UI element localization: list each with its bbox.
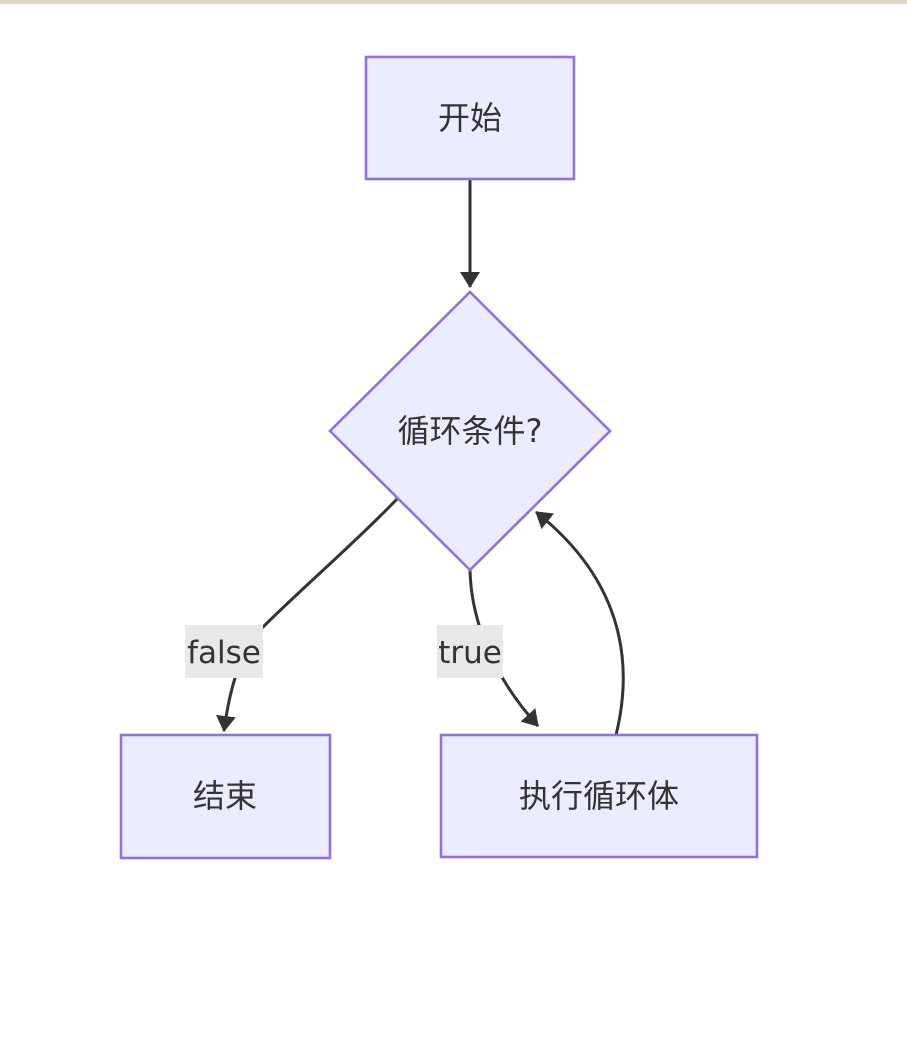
edge-body-to-condition bbox=[535, 510, 625, 736]
edge-label-false-bg bbox=[185, 625, 263, 678]
edge-label-true-bg bbox=[437, 625, 503, 678]
node-end-label: 结束 bbox=[193, 777, 257, 815]
top-accent-bar bbox=[0, 0, 907, 4]
node-start-label: 开始 bbox=[438, 99, 502, 137]
node-loop-body-label: 执行循环体 bbox=[519, 777, 679, 815]
edge-label-true-text: true bbox=[438, 635, 502, 671]
node-end: 结束 bbox=[119, 733, 332, 860]
edge-label-false: false bbox=[185, 625, 263, 678]
edge-label-true: true bbox=[437, 625, 503, 678]
node-condition: 循环条件? bbox=[328, 290, 612, 572]
edge-condition-to-end-false bbox=[215, 497, 399, 732]
node-start-shape bbox=[364, 55, 576, 181]
node-condition-shape bbox=[328, 290, 612, 572]
node-loop-body-shape bbox=[439, 733, 759, 859]
node-loop-body: 执行循环体 bbox=[439, 733, 759, 859]
node-end-shape bbox=[119, 733, 332, 860]
node-start: 开始 bbox=[364, 55, 576, 181]
edge-label-false-text: false bbox=[187, 635, 261, 671]
node-condition-label: 循环条件? bbox=[398, 412, 543, 450]
